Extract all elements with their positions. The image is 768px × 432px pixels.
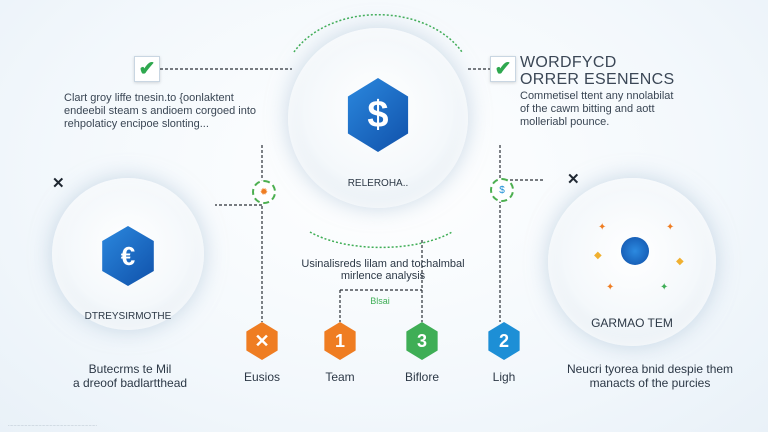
center-small-label: Blsai xyxy=(370,296,390,306)
right-circle-label: GARMAO TEM xyxy=(591,316,673,330)
close-icon: ✕ xyxy=(52,175,65,192)
bottom-left-text: Butecrms te Mil a dreoof badlartthead xyxy=(60,362,200,390)
euro-icon: € xyxy=(102,226,154,286)
gear-node-icon xyxy=(621,237,649,265)
check-icon: ✔ xyxy=(134,56,160,82)
text-line: Commetisel ttent any nnolabilat xyxy=(520,90,674,102)
sparkle-icon: ◆ xyxy=(594,250,602,261)
title-line: ORRER ESENENCS xyxy=(520,71,675,88)
badge-one[interactable]: 1 xyxy=(324,322,356,360)
text-line: manacts of the purcies xyxy=(589,376,711,390)
text-line: molleriabl pounce. xyxy=(520,116,610,128)
center-circle-label: RELEROHA.. xyxy=(347,178,409,189)
text-line: Butecrms te Mil xyxy=(88,362,172,376)
sparkle-icon: ✦ xyxy=(598,222,607,233)
top-left-text: Clart groy liffe tnesin.to {oonlaktent e… xyxy=(64,92,264,131)
center-caption: Usinalisreds lilam and tochalmbal mirlen… xyxy=(268,258,498,282)
check-icon: ✔ xyxy=(490,56,516,82)
sparkle-icon: ◆ xyxy=(676,256,684,267)
badge-label: Ligh xyxy=(492,370,516,384)
badge-label: Eusios xyxy=(243,370,281,384)
right-title: WORDFYCD ORRER ESENENCS xyxy=(520,54,674,88)
text-line: Neucri tyorea bnid despie them xyxy=(566,362,734,376)
text-line: rehpolaticy encipoe slonting... xyxy=(64,118,209,130)
left-circle-label: DTREYSIRMOTHE xyxy=(84,311,172,322)
text-line: Clart groy liffe tnesin.to {oonlaktent xyxy=(64,92,234,104)
flame-icon: ✹ xyxy=(252,180,276,204)
text-line: of the cawm bitting and aott xyxy=(520,103,655,115)
right-text: Commetisel ttent any nnolabilat of the c… xyxy=(520,90,720,129)
text-line: endeebil steam s andioem corgoed into xyxy=(64,105,257,117)
title-line: WORDFYCD xyxy=(520,54,617,71)
bottom-right-text: Neucri tyorea bnid despie them manacts o… xyxy=(560,362,740,390)
badge-label: Team xyxy=(325,370,355,384)
dollar-node-icon: $ xyxy=(490,178,514,202)
sparkle-icon: ✦ xyxy=(666,222,675,233)
sparkle-icon: ✦ xyxy=(660,282,669,293)
badge-label: Biflore xyxy=(404,370,439,384)
badge-three[interactable]: 3 xyxy=(406,322,438,360)
caption-line: mirlence analysis xyxy=(340,270,426,282)
text-line: a dreoof badlartthead xyxy=(72,376,188,390)
caption-line: Usinalisreds lilam and tochalmbal xyxy=(301,258,465,270)
badge-close[interactable]: ✕ xyxy=(246,322,278,360)
footer-text: ........................................… xyxy=(8,422,97,428)
close-icon: ✕ xyxy=(567,171,580,188)
sparkle-icon: ✦ xyxy=(606,282,615,293)
